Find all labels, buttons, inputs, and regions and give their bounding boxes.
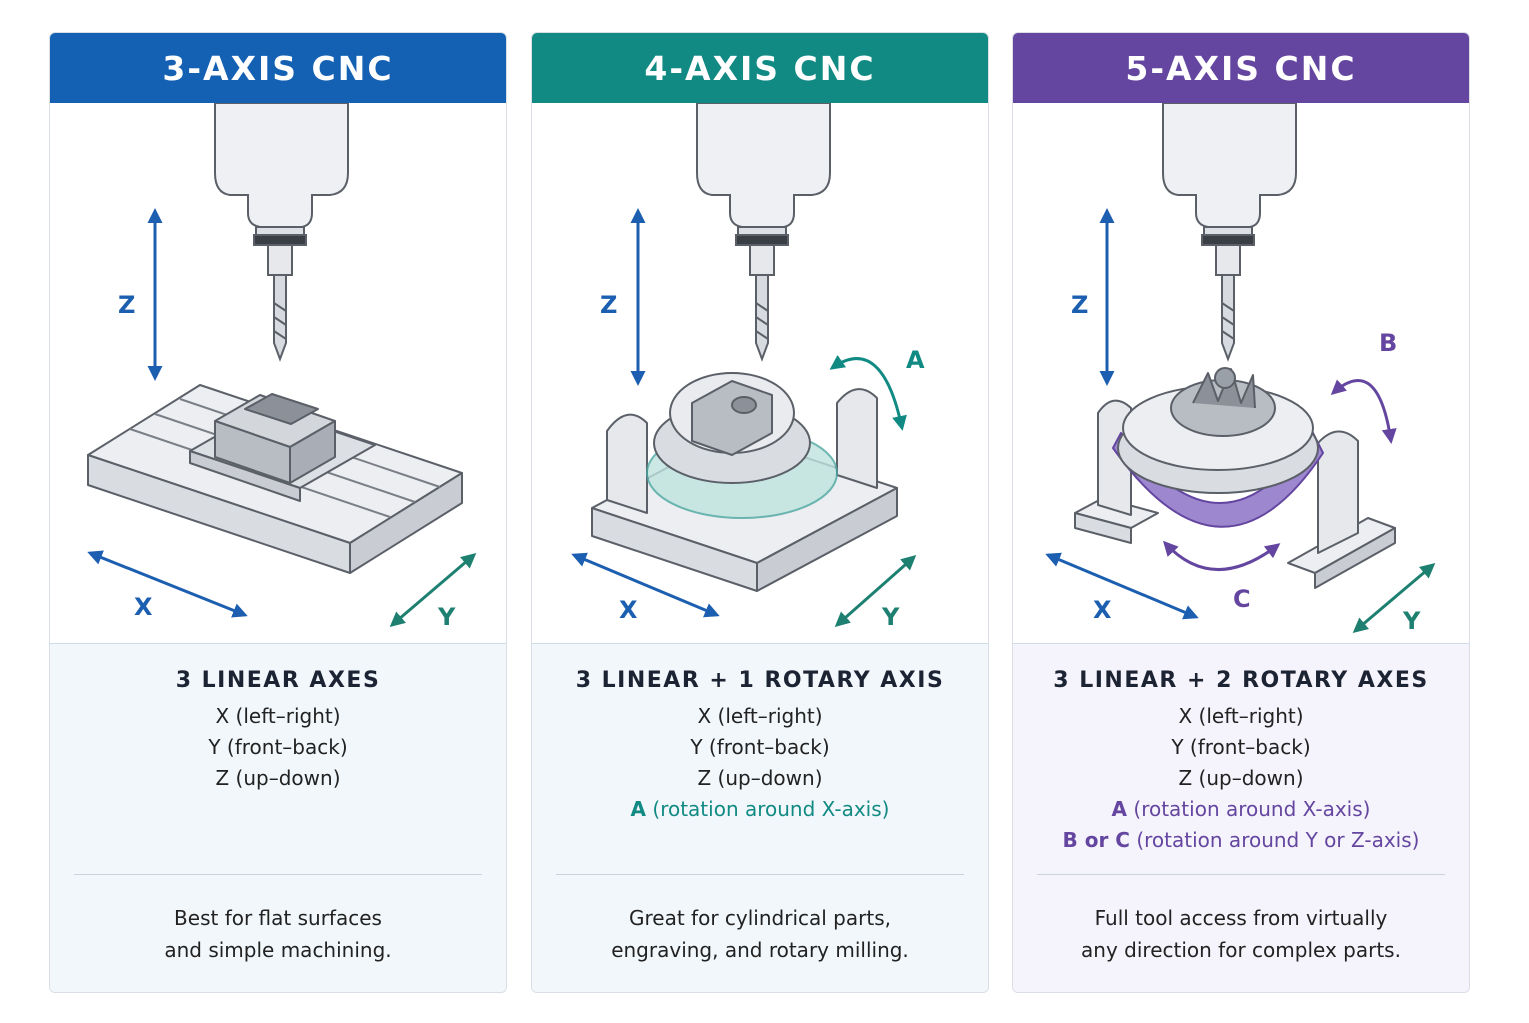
- card-title: 3-AXIS CNC: [162, 48, 394, 88]
- description-line: Great for cylindrical parts,: [629, 906, 891, 930]
- card-3-axis: 3-AXIS CNC Z: [49, 32, 507, 993]
- trunnion-table: [1074, 367, 1396, 589]
- x-axis-label: X: [134, 593, 153, 621]
- axis-z: Z (up–down): [697, 766, 823, 790]
- y-axis-label: Y: [881, 603, 900, 631]
- axis-list: X (left–right) Y (front–back) Z (up–down…: [50, 701, 506, 794]
- axes-summary: 3 LINEAR + 1 ROTARY AXIS: [575, 668, 945, 693]
- description-line: engraving, and rotary milling.: [611, 938, 909, 962]
- axes-summary: 3 LINEAR AXES: [175, 668, 381, 693]
- description-line: Best for flat surfaces: [174, 906, 382, 930]
- y-axis-arrow: [834, 555, 917, 627]
- axis-b-or-c: B or C (rotation around Y or Z-axis): [1013, 825, 1469, 856]
- info-panel: 3 LINEAR + 1 ROTARY AXIS X (left–right) …: [532, 643, 988, 992]
- b-rotation-arrow: [1330, 379, 1397, 444]
- x-axis-label: X: [1093, 596, 1112, 624]
- divider: [556, 874, 964, 875]
- axis-list: X (left–right) Y (front–back) Z (up–down…: [532, 701, 988, 825]
- machine-table: [87, 384, 463, 574]
- card-header: 5-AXIS CNC: [1013, 33, 1469, 103]
- divider: [1037, 874, 1445, 875]
- y-axis-arrow: [1352, 563, 1436, 633]
- y-axis-arrow: [389, 553, 477, 627]
- card-header: 3-AXIS CNC: [50, 33, 506, 103]
- illustration-3-axis: Z X Y: [50, 103, 506, 643]
- card-header: 4-AXIS CNC: [532, 33, 988, 103]
- illustration-4-axis: Z A X Y: [532, 103, 988, 643]
- a-rotation-arrow: [829, 354, 907, 431]
- z-axis-label: Z: [1071, 291, 1088, 319]
- divider: [74, 874, 482, 875]
- card-5-axis: 5-AXIS CNC Z: [1012, 32, 1470, 993]
- x-axis-arrow: [571, 552, 720, 618]
- illustration-5-axis: Z B C X Y: [1013, 103, 1469, 643]
- rotary-table: [591, 372, 898, 592]
- description-line: any direction for complex parts.: [1081, 938, 1401, 962]
- axis-a-text: (rotation around X-axis): [1133, 797, 1371, 821]
- a-axis-label: A: [906, 346, 925, 374]
- spindle: [1162, 103, 1297, 362]
- axis-list: X (left–right) Y (front–back) Z (up–down…: [1013, 701, 1469, 856]
- axis-z: Z (up–down): [1178, 766, 1304, 790]
- axis-z: Z (up–down): [215, 766, 341, 790]
- spindle: [214, 103, 349, 362]
- axis-a-label: A: [630, 797, 647, 821]
- description: Best for flat surfaces and simple machin…: [50, 902, 506, 966]
- axis-x: X (left–right): [697, 704, 823, 728]
- card-title: 5-AXIS CNC: [1125, 48, 1357, 88]
- axis-b-or-c-label: B or C: [1062, 828, 1130, 852]
- description-line: Full tool access from virtually: [1094, 906, 1388, 930]
- axis-y: Y (front–back): [690, 735, 830, 759]
- axis-a-label: A: [1111, 797, 1128, 821]
- z-axis-label: Z: [600, 291, 617, 319]
- axes-summary: 3 LINEAR + 2 ROTARY AXES: [1053, 668, 1429, 693]
- description: Great for cylindrical parts, engraving, …: [532, 902, 988, 966]
- b-axis-label: B: [1379, 329, 1397, 357]
- card-4-axis: 4-AXIS CNC Z: [531, 32, 989, 993]
- z-axis-label: Z: [118, 291, 135, 319]
- axis-y: Y (front–back): [1171, 735, 1311, 759]
- axis-a-text: (rotation around X-axis): [652, 797, 890, 821]
- x-axis-label: X: [619, 596, 638, 624]
- axis-a: A (rotation around X-axis): [532, 794, 988, 825]
- info-panel: 3 LINEAR AXES X (left–right) Y (front–ba…: [50, 643, 506, 992]
- x-axis-arrow: [1045, 552, 1199, 620]
- card-title: 4-AXIS CNC: [644, 48, 876, 88]
- x-axis-arrow: [87, 550, 248, 618]
- y-axis-label: Y: [437, 603, 456, 631]
- spindle: [696, 103, 831, 362]
- y-axis-label: Y: [1402, 607, 1421, 635]
- axis-b-or-c-text: (rotation around Y or Z-axis): [1136, 828, 1420, 852]
- axis-x: X (left–right): [215, 704, 341, 728]
- c-axis-label: C: [1233, 585, 1251, 613]
- c-rotation-arrow: [1162, 540, 1281, 571]
- axis-x: X (left–right): [1178, 704, 1304, 728]
- description-line: and simple machining.: [164, 938, 392, 962]
- axis-y: Y (front–back): [208, 735, 348, 759]
- info-panel: 3 LINEAR + 2 ROTARY AXES X (left–right) …: [1013, 643, 1469, 992]
- description: Full tool access from virtually any dire…: [1013, 902, 1469, 966]
- axis-a: A (rotation around X-axis): [1013, 794, 1469, 825]
